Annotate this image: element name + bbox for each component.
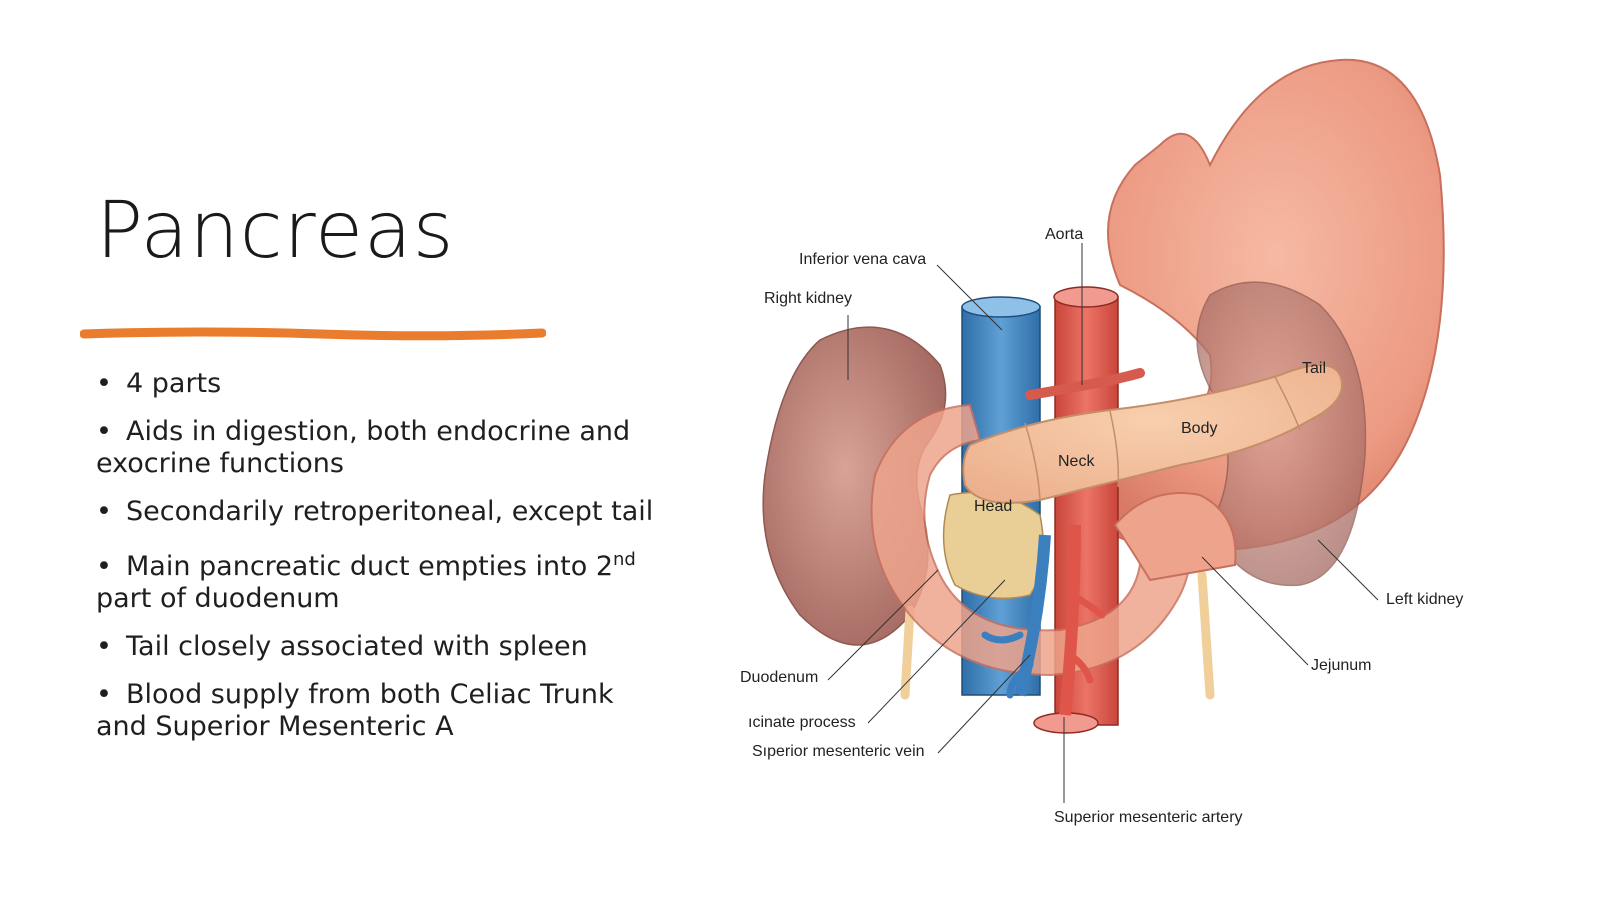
- bullet-item: •Blood supply from both Celiac Trunk and…: [96, 679, 614, 742]
- bullet-superscript: nd: [613, 549, 636, 570]
- bullet-text-post: part of duodenum: [96, 583, 340, 614]
- label-aorta: Aorta: [1045, 226, 1083, 243]
- bullet-item: •Aids in digestion, both endocrine and e…: [96, 416, 631, 479]
- label-neck: Neck: [1058, 453, 1095, 470]
- bullet-text-pre: Main pancreatic duct empties into 2: [126, 551, 614, 582]
- label-superior-mesenteric-vein: Sıperior mesenteric vein: [752, 743, 925, 760]
- label-superior-mesenteric-artery: Superior mesenteric artery: [1054, 809, 1243, 826]
- label-head: Head: [974, 498, 1012, 515]
- bullet-item: •Main pancreatic duct empties into 2nd p…: [96, 549, 636, 614]
- label-left-kidney: Left kidney: [1386, 591, 1463, 608]
- bullet-text: Secondarily retroperitoneal, except tail: [126, 496, 654, 527]
- bullet-text: Blood supply from both Celiac Trunk and …: [96, 679, 614, 742]
- label-tail: Tail: [1302, 360, 1326, 377]
- pancreas-anatomy-figure: Aorta Inferior vena cava Right kidney Ta…: [740, 58, 1463, 826]
- label-uncinate-process: ıcinate process: [748, 714, 856, 731]
- label-right-kidney: Right kidney: [764, 290, 852, 307]
- bullet-text: Aids in digestion, both endocrine and ex…: [96, 416, 631, 479]
- label-duodenum: Duodenum: [740, 669, 818, 686]
- bullet-text: 4 parts: [126, 368, 222, 399]
- bullet-item: •Secondarily retroperitoneal, except tai…: [96, 496, 654, 527]
- label-body: Body: [1181, 420, 1217, 437]
- label-inferior-vena-cava: Inferior vena cava: [799, 251, 926, 268]
- label-jejunum: Jejunum: [1311, 657, 1371, 674]
- slide-title: Pancreas: [96, 186, 455, 276]
- bullet-text: Tail closely associated with spleen: [126, 631, 588, 662]
- bullet-list: •4 parts •Aids in digestion, both endocr…: [96, 368, 656, 759]
- bullet-item: •4 parts: [96, 368, 222, 399]
- pancreas-body-shape: [962, 364, 1343, 504]
- bullet-item: •Tail closely associated with spleen: [96, 631, 588, 662]
- title-underline: [80, 327, 546, 341]
